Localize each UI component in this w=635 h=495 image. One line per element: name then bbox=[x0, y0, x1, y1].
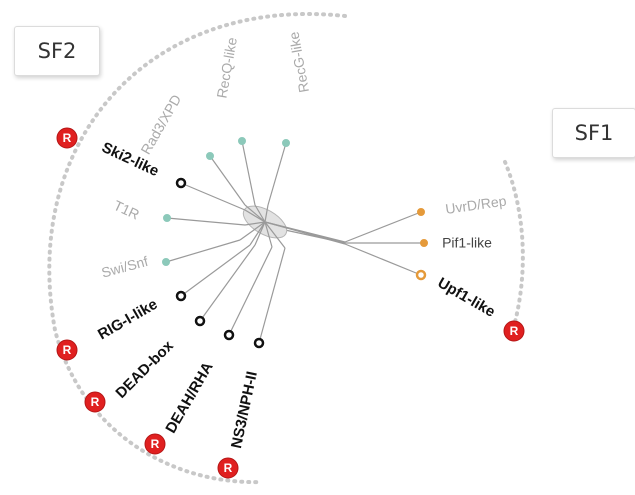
node-dead-box bbox=[194, 315, 206, 327]
rna-badge-ns3-nph-ii bbox=[217, 457, 239, 479]
branch-deah-rha bbox=[228, 246, 273, 336]
label-deah-rha: DEAH/RHA bbox=[162, 359, 216, 436]
sf2-arc bbox=[47, 12, 347, 485]
branch-t1r bbox=[166, 217, 246, 226]
rna-badge-ski2-like bbox=[56, 127, 78, 149]
branch-base-upf1-like bbox=[264, 221, 346, 245]
label-recq-like-1: RecQ-like bbox=[214, 36, 240, 100]
sf1-label-box: SF1 bbox=[552, 108, 635, 158]
branch-base-ski2-like bbox=[244, 209, 266, 223]
label-ns3-nph-ii: NS3/NPH-II bbox=[228, 370, 261, 450]
branch-base-recq-like-1 bbox=[254, 204, 266, 223]
branch-swi-snf bbox=[165, 239, 241, 263]
sf1-label: SF1 bbox=[574, 121, 614, 145]
branch-base-rig-i-like bbox=[249, 221, 266, 246]
node-pif1-like bbox=[420, 239, 428, 247]
node-uvrd-rep bbox=[417, 208, 425, 216]
branch-dead-box bbox=[199, 244, 256, 322]
label-recq-like-2: RecG-like bbox=[285, 30, 311, 94]
branch-recq-like-1 bbox=[241, 140, 256, 206]
label-rig-i-like: RIG-I-like bbox=[95, 296, 161, 344]
branch-radd-xpd bbox=[209, 155, 246, 206]
label-uvrd-rep: UvrD/Rep bbox=[444, 192, 507, 216]
node-recq-like-1 bbox=[238, 137, 246, 145]
branch-base-recq-like-2 bbox=[264, 204, 269, 223]
branch-base-deah-rha bbox=[264, 221, 273, 248]
branch-upf1-like bbox=[344, 243, 422, 276]
node-ski2-like bbox=[175, 177, 187, 189]
sf2-label: SF2 bbox=[37, 39, 77, 63]
label-swi-snf: Swi/Snf bbox=[100, 253, 150, 281]
node-rig-i-like bbox=[175, 290, 187, 302]
label-radd-xpd: Rad3/XPD bbox=[137, 92, 184, 157]
branch-base-swi-snf bbox=[239, 221, 266, 241]
branch-recq-like-2 bbox=[267, 142, 287, 206]
node-radd-xpd bbox=[206, 152, 214, 160]
branch-ns3-nph-ii bbox=[258, 247, 286, 344]
rna-badge-rig-i-like bbox=[56, 339, 78, 361]
node-deah-rha bbox=[223, 329, 235, 341]
label-upf1-like: Upf1-like bbox=[435, 274, 498, 320]
sf2-label-box: SF2 bbox=[14, 26, 100, 76]
branch-base-t1r bbox=[244, 221, 266, 226]
rna-badge-letter-ski2-like: R bbox=[63, 131, 72, 145]
label-t1r: T1R bbox=[111, 197, 142, 223]
node-recq-like-2 bbox=[282, 139, 290, 147]
node-swi-snf bbox=[162, 258, 170, 266]
rna-badge-letter-dead-box: R bbox=[91, 395, 100, 409]
branch-uvrd-rep bbox=[344, 211, 422, 243]
rna-badge-dead-box bbox=[84, 391, 106, 413]
node-ns3-nph-ii bbox=[253, 337, 265, 349]
label-dead-box: DEAD-box bbox=[112, 337, 177, 402]
node-t1r bbox=[163, 214, 171, 222]
rna-badge-letter-upf1-like: R bbox=[510, 324, 519, 338]
label-pif1-like: Pif1-like bbox=[442, 235, 492, 251]
branch-rig-i-like bbox=[180, 244, 251, 297]
branch-base-radd-xpd bbox=[244, 204, 266, 223]
rna-badge-deah-rha bbox=[144, 433, 166, 455]
node-upf1-like bbox=[415, 269, 427, 281]
sf1-arc bbox=[503, 160, 525, 324]
branch-base-dead-box bbox=[254, 221, 266, 246]
rna-badge-upf1-like bbox=[503, 320, 525, 342]
branch-ski2-like bbox=[180, 182, 246, 211]
rna-badge-letter-ns3-nph-ii: R bbox=[224, 461, 233, 475]
branch-base-ns3-nph-ii bbox=[264, 221, 286, 249]
rna-badge-letter-rig-i-like: R bbox=[63, 343, 72, 357]
rna-badge-letter-deah-rha: R bbox=[151, 437, 160, 451]
